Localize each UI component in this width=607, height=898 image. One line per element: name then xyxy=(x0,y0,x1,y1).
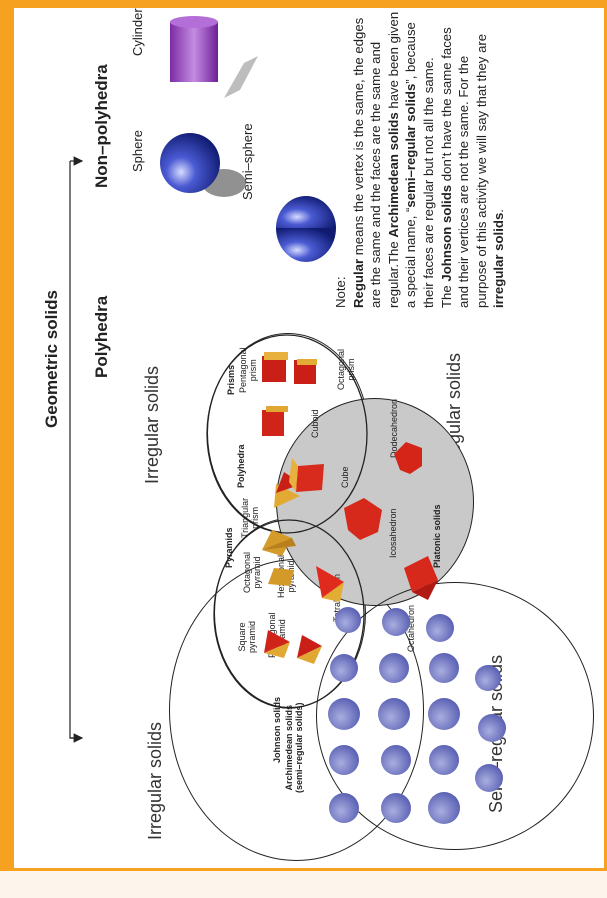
square-pyramid-shape xyxy=(264,630,290,658)
semi-sphere-shape xyxy=(276,196,336,228)
triangular-prism-shape xyxy=(274,472,302,508)
icosahedron-shape xyxy=(344,498,382,540)
note-block: Note: Regular means the vertex is the sa… xyxy=(332,8,508,308)
octagonal-prism-shape xyxy=(294,359,317,384)
diagram-rotated: Geometric solids Polyhedra Non–polyhedra… xyxy=(14,8,604,868)
circle-overlays xyxy=(206,334,368,709)
note-paragraph-2: The Johnson solids don’t have the same f… xyxy=(438,27,507,308)
cylinder-shadow xyxy=(224,56,258,98)
pentagonal-prism-shape xyxy=(262,352,288,382)
archimedean-solids-images xyxy=(328,607,506,824)
dodecahedron-shape xyxy=(394,442,422,474)
pentagonal-pyramid-shape xyxy=(297,635,322,664)
solids-images xyxy=(262,352,438,664)
cuboid-shape xyxy=(262,406,288,436)
octagonal-pyramid-shape xyxy=(262,530,296,556)
cylinder-shape xyxy=(170,22,218,82)
non-polyhedra-images xyxy=(160,16,336,262)
note-heading: Note: xyxy=(333,276,348,308)
cylinder-top xyxy=(170,16,218,28)
hexagonal-pyramid-shape xyxy=(268,568,294,586)
note-paragraph-1: Regular means the vertex is the same, th… xyxy=(350,11,436,308)
hierarchy-arrows xyxy=(69,156,84,743)
tetrahedron-shape xyxy=(316,566,344,602)
bottom-bar xyxy=(0,870,607,898)
cube-shape xyxy=(289,458,324,492)
sphere-shape xyxy=(160,133,220,193)
octahedron-shape xyxy=(404,556,438,600)
